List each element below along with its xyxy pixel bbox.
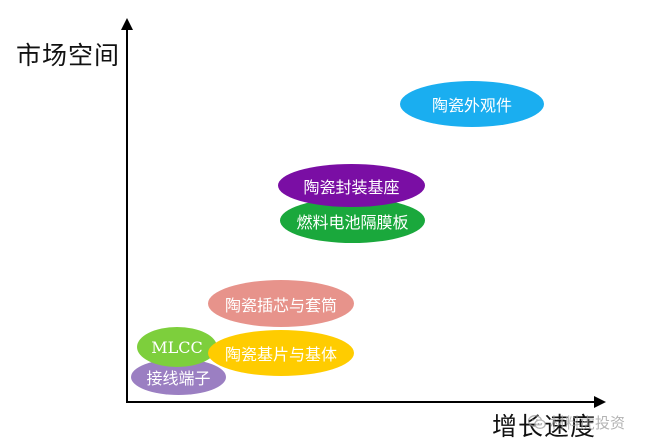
bubble-ceramic-ferrule-sleeve: 陶瓷插芯与套筒	[208, 280, 354, 327]
bubble-label: 陶瓷基片与基体	[224, 345, 337, 364]
y-axis-title: 市场空间	[16, 41, 121, 70]
wechat-icon	[528, 415, 546, 430]
watermark: 材料虎投资	[528, 412, 625, 433]
bubble-label: 陶瓷外观件	[431, 96, 512, 115]
bubble-label: 陶瓷插芯与套筒	[224, 295, 337, 315]
bubble-mlcc: MLCC	[137, 327, 217, 367]
bubble-label: 陶瓷封装基座	[303, 177, 400, 197]
bubble-label: 接线端子	[146, 369, 211, 388]
watermark-text: 材料虎投资	[550, 414, 626, 432]
bubble-ceramic-substrate: 陶瓷基片与基体	[208, 330, 354, 376]
bubble-terminal: 接线端子	[131, 359, 226, 395]
bubble-ceramic-exterior-parts: 陶瓷外观件	[400, 81, 544, 127]
bubble-label: MLCC	[151, 337, 203, 357]
bubble-ceramic-package-base: 陶瓷封装基座	[278, 164, 425, 207]
bubble-label: 燃料电池隔膜板	[296, 212, 409, 232]
